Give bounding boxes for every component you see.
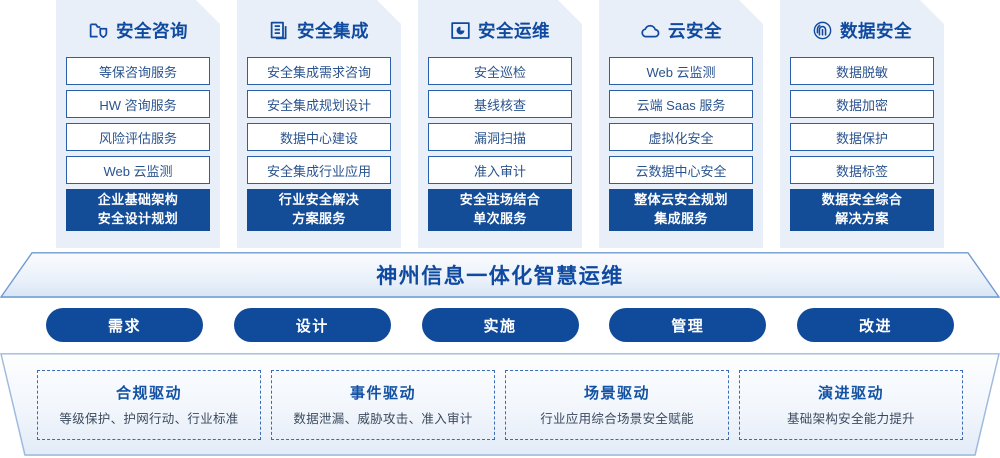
driver-title: 合规驱动 bbox=[115, 385, 182, 402]
driver-evolution[interactable]: 演进驱动 基础架构安全能力提升 bbox=[739, 369, 963, 440]
card-item[interactable]: 数据加密 bbox=[790, 90, 934, 118]
card-item[interactable]: 基线核查 bbox=[428, 90, 572, 118]
card-header: 安全咨询 bbox=[66, 8, 210, 52]
card-title: 安全运维 bbox=[478, 20, 550, 41]
card-item[interactable]: 数据脱敏 bbox=[790, 57, 934, 85]
card-summary[interactable]: 企业基础架构 安全设计规划 bbox=[66, 189, 210, 231]
card-title: 安全咨询 bbox=[116, 20, 188, 41]
card-security-integration[interactable]: 安全集成 安全集成需求咨询 安全集成规划设计 数据中心建设 安全集成行业应用 行… bbox=[237, 0, 401, 248]
card-cloud-security[interactable]: 云安全 Web 云监测 云端 Saas 服务 虚拟化安全 云数据中心安全 整体云… bbox=[599, 0, 763, 248]
driver-incident[interactable]: 事件驱动 数据泄漏、威胁攻击、准入审计 bbox=[271, 369, 495, 440]
pill-design[interactable]: 设计 bbox=[233, 308, 391, 342]
pill-implementation[interactable]: 实施 bbox=[421, 308, 579, 342]
card-title: 安全集成 bbox=[297, 20, 369, 41]
card-item[interactable]: 安全集成规划设计 bbox=[247, 90, 391, 118]
card-item[interactable]: 准入审计 bbox=[428, 156, 572, 184]
card-header: 云安全 bbox=[609, 8, 753, 52]
pill-demand[interactable]: 需求 bbox=[46, 308, 203, 342]
card-data-security[interactable]: 数据安全 数据脱敏 数据加密 数据保护 数据标签 数据安全综合 解决方案 bbox=[780, 0, 944, 248]
card-summary-line: 行业安全解决 bbox=[278, 192, 360, 208]
monitor-chart-icon bbox=[450, 20, 471, 41]
card-summary-line: 安全设计规划 bbox=[97, 211, 179, 226]
pill-management[interactable]: 管理 bbox=[609, 308, 767, 342]
lifecycle-pills-row: 需求 设计 实施 管理 改进 bbox=[0, 308, 1000, 348]
card-summary[interactable]: 安全驻场结合 单次服务 bbox=[428, 189, 572, 231]
driver-description: 基础架构安全能力提升 bbox=[786, 412, 915, 426]
drivers-row: 合规驱动 等级保护、护网行动、行业标准 事件驱动 数据泄漏、威胁攻击、准入审计 … bbox=[0, 353, 1000, 456]
card-summary[interactable]: 行业安全解决 方案服务 bbox=[247, 189, 391, 231]
card-item[interactable]: HW 咨询服务 bbox=[66, 90, 210, 118]
card-item[interactable]: 数据保护 bbox=[790, 123, 934, 151]
driver-title: 场景驱动 bbox=[583, 385, 650, 402]
card-item[interactable]: 数据标签 bbox=[790, 156, 934, 184]
card-summary-line: 安全驻场结合 bbox=[459, 192, 541, 208]
card-header: 安全集成 bbox=[247, 8, 391, 52]
card-header: 数据安全 bbox=[790, 8, 934, 52]
cloud-icon bbox=[640, 20, 661, 41]
folder-shield-icon bbox=[88, 20, 109, 41]
card-item[interactable]: 安全巡检 bbox=[428, 57, 572, 85]
driver-title: 事件驱动 bbox=[349, 385, 416, 402]
card-summary[interactable]: 整体云安全规划 集成服务 bbox=[609, 189, 753, 231]
driver-description: 行业应用综合场景安全赋能 bbox=[540, 412, 694, 426]
card-item[interactable]: Web 云监测 bbox=[609, 57, 753, 85]
fingerprint-icon bbox=[812, 20, 833, 41]
driver-scenario[interactable]: 场景驱动 行业应用综合场景安全赋能 bbox=[505, 369, 729, 440]
card-security-operations[interactable]: 安全运维 安全巡检 基线核查 漏洞扫描 准入审计 安全驻场结合 单次服务 bbox=[418, 0, 582, 248]
card-summary-line: 解决方案 bbox=[835, 211, 889, 226]
card-summary[interactable]: 数据安全综合 解决方案 bbox=[790, 189, 934, 231]
card-title: 云安全 bbox=[668, 20, 722, 41]
card-summary-line: 单次服务 bbox=[473, 211, 527, 226]
card-summary-line: 企业基础架构 bbox=[97, 192, 179, 208]
driver-title: 演进驱动 bbox=[817, 385, 884, 402]
card-item[interactable]: 云数据中心安全 bbox=[609, 156, 753, 184]
card-summary-line: 集成服务 bbox=[654, 211, 708, 226]
card-item[interactable]: 数据中心建设 bbox=[247, 123, 391, 151]
card-item[interactable]: 安全集成需求咨询 bbox=[247, 57, 391, 85]
card-item[interactable]: 云端 Saas 服务 bbox=[609, 90, 753, 118]
pill-improvement[interactable]: 改进 bbox=[797, 308, 954, 342]
card-item[interactable]: 安全集成行业应用 bbox=[247, 156, 391, 184]
card-header: 安全运维 bbox=[428, 8, 572, 52]
card-title: 数据安全 bbox=[840, 20, 912, 41]
platform-banner: 神州信息一体化智慧运维 bbox=[0, 252, 1000, 298]
card-summary-line: 数据安全综合 bbox=[821, 192, 903, 208]
driver-description: 数据泄漏、威胁攻击、准入审计 bbox=[293, 412, 473, 426]
driver-description: 等级保护、护网行动、行业标准 bbox=[59, 412, 239, 426]
card-item[interactable]: 虚拟化安全 bbox=[609, 123, 753, 151]
documents-copy-icon bbox=[269, 20, 290, 41]
driver-compliance[interactable]: 合规驱动 等级保护、护网行动、行业标准 bbox=[37, 369, 261, 440]
card-item[interactable]: Web 云监测 bbox=[66, 156, 210, 184]
card-summary-line: 方案服务 bbox=[292, 211, 346, 226]
card-security-consulting[interactable]: 安全咨询 等保咨询服务 HW 咨询服务 风险评估服务 Web 云监测 企业基础架… bbox=[56, 0, 220, 248]
platform-banner-title: 神州信息一体化智慧运维 bbox=[376, 265, 624, 288]
card-item[interactable]: 等保咨询服务 bbox=[66, 57, 210, 85]
card-item[interactable]: 风险评估服务 bbox=[66, 123, 210, 151]
card-summary-line: 整体云安全规划 bbox=[634, 192, 728, 208]
capability-cards-row: 安全咨询 等保咨询服务 HW 咨询服务 风险评估服务 Web 云监测 企业基础架… bbox=[0, 0, 1000, 252]
card-item[interactable]: 漏洞扫描 bbox=[428, 123, 572, 151]
